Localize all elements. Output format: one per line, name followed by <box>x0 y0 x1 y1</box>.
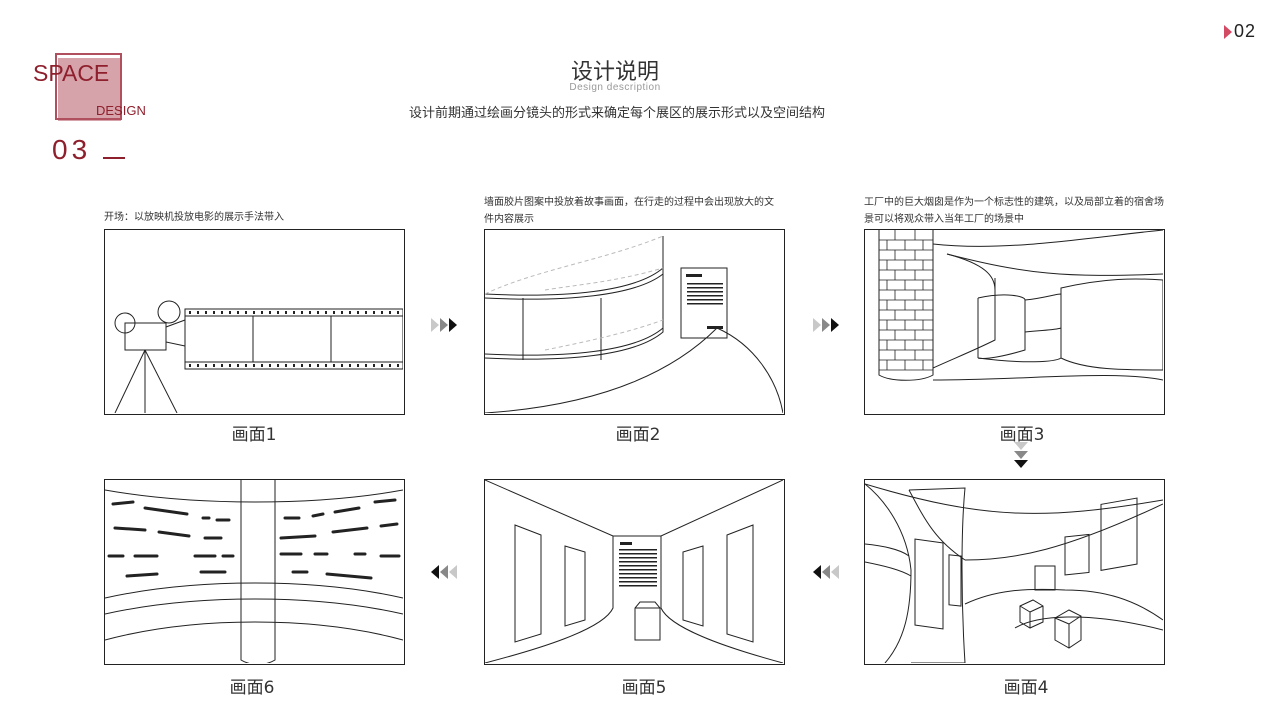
page-description: 设计前期通过绘画分镜头的形式来确定每个展区的展示形式以及空间结构 <box>408 106 825 121</box>
section-number: 03 <box>52 134 92 165</box>
section-underline <box>103 157 125 159</box>
frame-1-label: 画面1 <box>231 425 277 445</box>
page-marker-icon <box>1224 25 1232 39</box>
storyboard-frame-6 <box>104 479 405 665</box>
page-title: 设计说明 <box>570 60 659 85</box>
logo-text-space: SPACE <box>33 60 110 86</box>
page-subtitle: Design description <box>569 82 661 93</box>
flow-right-arrow-icon <box>431 318 457 332</box>
frame-4-label: 画面4 <box>1003 678 1049 698</box>
frame-5-label: 画面5 <box>621 678 667 698</box>
frame-2-label: 画面2 <box>615 425 661 445</box>
storyboard-frame-3 <box>864 229 1165 415</box>
frame-1-description: 开场：以放映机投放电影的展示手法带入 <box>104 212 284 223</box>
frame-2-description: 墙面胶片图案中投放着故事画面，在行走的过程中会出现放大的文件内容展示 <box>484 197 774 225</box>
page-number: 02 <box>1234 21 1257 41</box>
flow-left-arrow-icon <box>431 565 457 579</box>
film-projector-icon <box>114 300 403 413</box>
frame-3-description: 工厂中的巨大烟囱是作为一个标志性的建筑，以及局部立着的宿舍场景可以将观众带入当年… <box>864 197 1164 225</box>
logo-frame <box>55 53 122 120</box>
logo-text-design: DESIGN <box>96 103 146 118</box>
storyboard-frame-2 <box>484 229 785 415</box>
frame-6-label: 画面6 <box>229 678 275 698</box>
flow-right-arrow-icon <box>813 318 839 332</box>
frame-3-label: 画面3 <box>999 425 1045 445</box>
storyboard-frame-5 <box>484 479 785 665</box>
storyboard-frame-4 <box>864 479 1165 665</box>
flow-left-arrow-icon <box>813 565 839 579</box>
logo-fill <box>58 58 121 121</box>
flow-down-arrow-icon <box>1014 442 1028 468</box>
storyboard-frame-1 <box>104 229 405 415</box>
